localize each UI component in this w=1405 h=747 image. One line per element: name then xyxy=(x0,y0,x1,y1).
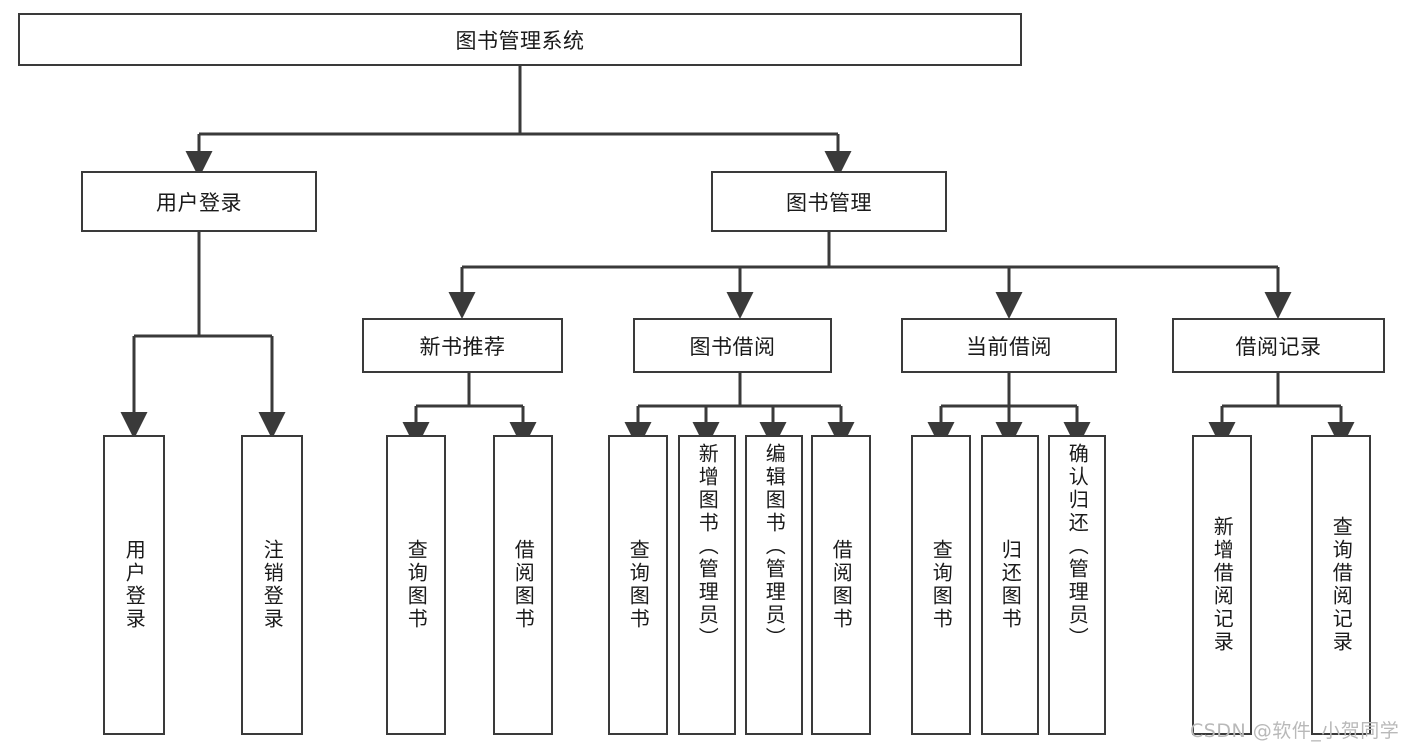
leaf-records-query-record[interactable]: 查询借阅记录 xyxy=(1311,435,1371,735)
leaf-current-query-book[interactable]: 查询图书 xyxy=(911,435,971,735)
leaf-borrow-edit-book-admin[interactable]: 编辑图书（管理员） xyxy=(745,435,803,735)
node-user-login-label: 用户登录 xyxy=(156,190,242,215)
leaf-borrow-borrow-book[interactable]: 借阅图书 xyxy=(811,435,871,735)
leaf-borrow-query-book-label: 查询图书 xyxy=(626,539,651,631)
node-root-label: 图书管理系统 xyxy=(455,28,585,53)
leaf-current-return-book-label: 归还图书 xyxy=(998,539,1023,631)
node-root-book-management-system[interactable]: 图书管理系统 xyxy=(18,13,1022,66)
leaf-new-book-borrow-label: 借阅图书 xyxy=(511,539,536,631)
leaf-borrow-edit-book-admin-label: 编辑图书（管理员） xyxy=(762,443,787,650)
leaf-new-book-query-label: 查询图书 xyxy=(404,539,429,631)
leaf-new-book-borrow[interactable]: 借阅图书 xyxy=(493,435,553,735)
leaf-user-login-signout-label: 注销登录 xyxy=(260,539,285,631)
leaf-current-return-book[interactable]: 归还图书 xyxy=(981,435,1039,735)
node-user-login[interactable]: 用户登录 xyxy=(81,171,317,232)
node-borrow-records-label: 借阅记录 xyxy=(1235,334,1322,359)
leaf-borrow-query-book[interactable]: 查询图书 xyxy=(608,435,668,735)
leaf-borrow-add-book-admin-label: 新增图书（管理员） xyxy=(695,443,720,650)
leaf-new-book-query[interactable]: 查询图书 xyxy=(386,435,446,735)
leaf-current-confirm-return-admin[interactable]: 确认归还（管理员） xyxy=(1048,435,1106,735)
node-book-borrow-label: 图书借阅 xyxy=(689,334,776,359)
leaf-current-confirm-return-admin-label: 确认归还（管理员） xyxy=(1065,443,1090,650)
node-current-borrow[interactable]: 当前借阅 xyxy=(901,318,1117,373)
node-book-management-label: 图书管理 xyxy=(786,190,872,215)
node-current-borrow-label: 当前借阅 xyxy=(966,334,1052,359)
leaf-records-add-record[interactable]: 新增借阅记录 xyxy=(1192,435,1252,735)
leaf-user-login-signout[interactable]: 注销登录 xyxy=(241,435,303,735)
leaf-borrow-borrow-book-label: 借阅图书 xyxy=(829,539,854,631)
leaf-current-query-book-label: 查询图书 xyxy=(929,539,954,631)
node-new-book-recommend-label: 新书推荐 xyxy=(419,334,506,359)
leaf-user-login-signin[interactable]: 用户登录 xyxy=(103,435,165,735)
node-borrow-records[interactable]: 借阅记录 xyxy=(1172,318,1385,373)
leaf-user-login-signin-label: 用户登录 xyxy=(122,539,147,631)
leaf-records-add-record-label: 新增借阅记录 xyxy=(1210,516,1235,654)
node-book-borrow[interactable]: 图书借阅 xyxy=(633,318,832,373)
node-book-management[interactable]: 图书管理 xyxy=(711,171,947,232)
leaf-records-query-record-label: 查询借阅记录 xyxy=(1329,516,1354,654)
leaf-borrow-add-book-admin[interactable]: 新增图书（管理员） xyxy=(678,435,736,735)
node-new-book-recommend[interactable]: 新书推荐 xyxy=(362,318,563,373)
